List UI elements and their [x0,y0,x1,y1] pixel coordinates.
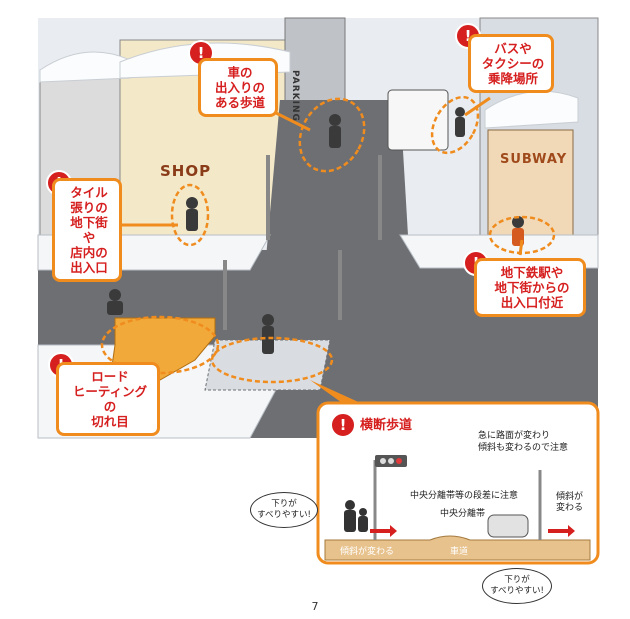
hazard-ellipses [100,95,556,384]
subway-sign: SUBWAY [500,152,568,167]
warning-icon: ! [330,412,356,438]
page-number: 7 [311,600,319,613]
inset-walkers [344,500,368,532]
median-label: 中央分離帯 [440,509,486,519]
slope-changes-left: 傾斜が変わる [340,547,395,557]
pedestrian-figures [107,107,524,354]
callout-bus-taxi: バスや タクシーの 乗降場所 [468,34,554,93]
speech-bubble-left: 下りが すべりやすい! [250,492,318,528]
median-step-note: 中央分離帯等の段差に注意 [410,491,519,501]
crosswalk-slush [204,339,331,391]
slope-changes-right: 傾斜が 変わる [556,492,584,513]
inset-ground [324,535,591,561]
roadway-label: 車道 [450,547,469,557]
callout-tiled-entrance: タイル 張りの 地下街や 店内の 出入口 [52,178,122,282]
inset-pointer [310,380,365,405]
callout-sidewalk-driveway: 車の 出入りの ある歩道 [198,58,278,117]
slope-note: 急に路面が変わり 傾斜も変わるので注意 [478,431,569,453]
speech-bubble-bottom: 下りが すべりやすい! [482,568,552,604]
parking-sign: PARKING [290,70,300,122]
inset-car [487,514,529,538]
callout-subway-exit: 地下鉄駅や 地下街からの 出入口付近 [474,258,586,317]
bus [387,89,449,151]
inset-title: 横断歩道 [360,418,413,433]
callout-road-heating: ロード ヒーティング の 切れ目 [56,362,160,436]
inset-slope-arrows [370,525,575,537]
shop-sign: SHOP [160,162,212,180]
subway-entrance [487,129,574,241]
